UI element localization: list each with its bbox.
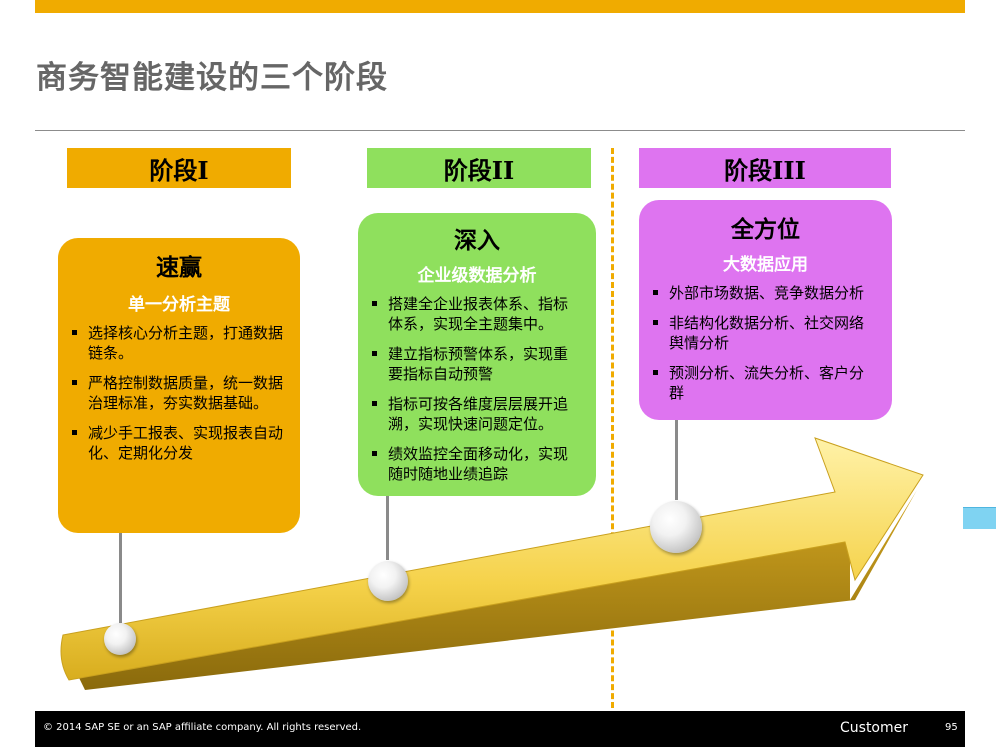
- stage-3-card: 全方位 大数据应用 外部市场数据、竞争数据分析 非结构化数据分析、社交网络舆情分…: [639, 200, 892, 420]
- footer-classification: Customer: [840, 720, 909, 736]
- page-title: 商务智能建设的三个阶段: [36, 60, 388, 96]
- stage-2-tab: 阶段II: [367, 148, 591, 188]
- stage-1-stem: [119, 533, 122, 623]
- stage-2-bullet: 建立指标预警体系，实现重要指标自动预警: [372, 344, 582, 384]
- page-number: 95: [945, 722, 958, 733]
- stage-divider-dashed: [611, 148, 614, 708]
- stage-2-subheading: 企业级数据分析: [417, 266, 537, 286]
- stage-3-milestone-ball: [650, 501, 702, 553]
- stage-2-stem: [386, 496, 389, 560]
- growth-arrow: [60, 437, 924, 690]
- stage-2-milestone-ball: [368, 561, 408, 601]
- title-divider: [35, 130, 965, 131]
- stage-3-bullets: 外部市场数据、竞争数据分析 非结构化数据分析、社交网络舆情分析 预测分析、流失分…: [653, 283, 878, 403]
- stage-3-heading: 全方位: [731, 217, 800, 243]
- stage-1-bullet: 减少手工报表、实现报表自动化、定期化分发: [72, 423, 286, 463]
- footer-copyright: © 2014 SAP SE or an SAP affiliate compan…: [43, 722, 362, 733]
- stage-2-heading: 深入: [454, 228, 500, 254]
- stage-1-card: 速赢 单一分析主题 选择核心分析主题，打通数据链条。 严格控制数据质量，统一数据…: [58, 238, 300, 533]
- stage-1-tab: 阶段I: [67, 148, 291, 188]
- footer-bar: © 2014 SAP SE or an SAP affiliate compan…: [35, 711, 965, 747]
- stage-2-bullets: 搭建全企业报表体系、指标体系，实现全主题集中。 建立指标预警体系，实现重要指标自…: [372, 294, 582, 484]
- stage-2-card: 深入 企业级数据分析 搭建全企业报表体系、指标体系，实现全主题集中。 建立指标预…: [358, 213, 596, 496]
- stage-1-heading: 速赢: [156, 255, 202, 281]
- stage-3-bullet: 预测分析、流失分析、客户分群: [653, 363, 878, 403]
- stage-2-bullet: 指标可按各维度层层展开追溯，实现快速问题定位。: [372, 394, 582, 434]
- top-accent-bar: [35, 0, 965, 13]
- stage-3-tab: 阶段III: [639, 148, 891, 188]
- stage-2-bullet: 绩效监控全面移动化，实现随时随地业绩追踪: [372, 444, 582, 484]
- stage-1-subheading: 单一分析主题: [128, 295, 230, 315]
- stage-3-stem: [675, 420, 678, 500]
- stage-3-subheading: 大数据应用: [723, 255, 808, 275]
- arrow-body: [60, 437, 924, 681]
- stage-3-bullet: 外部市场数据、竞争数据分析: [653, 283, 878, 303]
- side-marker-tab: [963, 507, 996, 529]
- stage-1-bullets: 选择核心分析主题，打通数据链条。 严格控制数据质量，统一数据治理标准，夯实数据基…: [72, 323, 286, 463]
- stage-2-bullet: 搭建全企业报表体系、指标体系，实现全主题集中。: [372, 294, 582, 334]
- stage-1-milestone-ball: [104, 623, 136, 655]
- stage-1-bullet: 选择核心分析主题，打通数据链条。: [72, 323, 286, 363]
- stage-1-bullet: 严格控制数据质量，统一数据治理标准，夯实数据基础。: [72, 373, 286, 413]
- stage-3-bullet: 非结构化数据分析、社交网络舆情分析: [653, 313, 878, 353]
